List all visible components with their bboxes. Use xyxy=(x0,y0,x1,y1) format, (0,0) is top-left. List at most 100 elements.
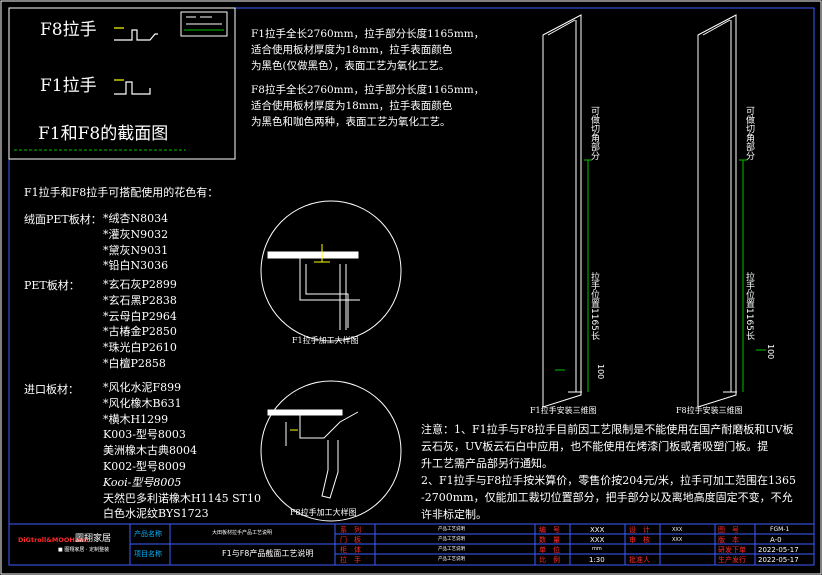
f1-panel-caption: F1拉手安装三维图 xyxy=(530,406,597,415)
color-item: *铅白N3036 xyxy=(103,259,169,273)
f8-handle-label: 拉手位置1165长 xyxy=(744,272,754,340)
tb-qty-value: XXX xyxy=(590,536,605,544)
section-box xyxy=(8,7,236,160)
note-line: 云石灰，UV板云石白中应用，也不能使用在烤漆门板或者吸塑门板。提 xyxy=(421,440,769,453)
color-item: *绒杏N8034 xyxy=(103,212,169,225)
f8-desc-line: 适合使用板材厚度为18mm，拉手表面颜色 xyxy=(251,100,453,112)
f8-section-label: F8拉手 xyxy=(40,20,97,40)
tb-cabinet-label: 柜 体 xyxy=(340,546,361,554)
f8-desc-line: F8拉手全长2760mm，拉手部分长度1165mm， xyxy=(251,84,485,96)
color-item: *风化水泥F899 xyxy=(103,381,182,394)
tb-release-value: 2022-05-17 xyxy=(758,556,799,564)
tb-series-label: 系 列 xyxy=(340,526,361,534)
tb-rd-order-value: 2022-05-17 xyxy=(758,546,799,554)
f1-description: F1拉手全长2760mm，拉手部分长度1165mm， 适合使用板材厚度为18mm… xyxy=(251,26,484,74)
f1-detail-caption: F1拉手加工大样图 xyxy=(292,336,359,345)
panel-dimensions xyxy=(555,159,766,392)
color-item: *风化橡木B631 xyxy=(103,396,182,410)
f8-description: F8拉手全长2760mm，拉手部分长度1165mm， 适合使用板材厚度为18mm… xyxy=(251,82,484,130)
f1-section-profile-icon xyxy=(114,79,151,95)
f8-panel-caption: F8拉手安装三维图 xyxy=(676,406,743,415)
f8-door-panel xyxy=(697,14,737,408)
tb-number-label: 编 号 xyxy=(539,526,560,534)
tb-unit-label: 单 位 xyxy=(539,546,560,554)
f1-dim-100: 100 xyxy=(596,364,605,380)
brand-name: 圖翔家居 xyxy=(75,534,112,544)
note-line: 2、F1拉手与F8拉手按米算价，零售价按204元/米，拉手可加工范围在1365 xyxy=(421,474,796,487)
product-name-value: 大田板材拉手产品工艺说明 xyxy=(212,530,273,536)
brand-logo: DiGtroll&MOOHand xyxy=(18,536,89,544)
section-title: F1和F8的截面图 xyxy=(38,124,169,144)
color-item: 美洲橡木古典8004 xyxy=(103,444,197,458)
color-item: *云母白P2964 xyxy=(103,309,177,323)
tb-drawing-no-value: FGM-1 xyxy=(770,526,790,533)
f8-detail-profile xyxy=(267,409,359,499)
f8-detail-circle xyxy=(260,380,402,522)
color-item: K002-型号8009 xyxy=(103,459,186,473)
note-line: 许非标定制。 xyxy=(421,508,487,521)
tb-cabinet-value: 产品工艺说明 xyxy=(438,547,465,552)
brand-sub: ■ 图翔家居 · 定制整装 xyxy=(58,547,110,553)
f8-cut-label: 可做切角部分 xyxy=(744,106,754,160)
note-line: -2700mm，仅能加工裁切位置部分，把手部分以及离地高度固定不变，不允 xyxy=(421,491,793,504)
f1-detail-circle xyxy=(260,200,402,342)
group-label-velvet-pet: 绒面PET板材： xyxy=(24,213,102,226)
group-items-pet: *玄石灰P2899 *玄石黑P2838 *云母白P2964 *古椿金P2850 … xyxy=(103,277,177,372)
color-item: *黛灰N9031 xyxy=(103,243,169,257)
group-label-imported: 进口板材： xyxy=(24,383,79,396)
f1-handle-label: 拉手位置1165长 xyxy=(589,272,599,340)
tb-version-label: 版 本 xyxy=(718,536,739,544)
tb-scale-value: 1:30 xyxy=(589,556,605,564)
f8-desc-line: 为黑色和咖色两种，表面工艺为氧化工艺。 xyxy=(251,116,451,128)
tb-scale-label: 比 例 xyxy=(539,556,560,564)
f1-section-label: F1拉手 xyxy=(40,76,97,96)
note-line: 注意：1、F1拉手与F8拉手目前因工艺限制是不能使用在国产耐磨板和UV板 xyxy=(421,423,794,436)
tb-qty-label: 数 量 xyxy=(539,536,560,544)
title-block xyxy=(8,523,815,566)
color-item: Kooi-型号8005 xyxy=(103,475,182,489)
tb-review-label: 审 核 xyxy=(629,536,650,544)
mini-legend xyxy=(180,11,228,37)
tb-drawing-no-label: 图 号 xyxy=(718,526,739,534)
tb-door-value: 产品工艺说明 xyxy=(438,537,465,542)
tb-version-value: A-0 xyxy=(770,536,782,544)
product-name-label: 产品名称 xyxy=(134,530,162,538)
color-item: 天然巴多利诺橡木H1145 ST10 xyxy=(103,491,261,505)
f1-door-panel xyxy=(542,14,582,408)
f8-section-profile-icon xyxy=(114,27,158,41)
tb-design-value: XXX xyxy=(672,527,683,533)
color-item: *古椿金P2850 xyxy=(103,325,177,339)
tb-design-label: 设 计 xyxy=(629,526,650,534)
color-item: *珠光白P2610 xyxy=(103,341,177,355)
f8-detail-caption: F8拉手加工大样图 xyxy=(290,508,357,517)
color-item: *白檀P2858 xyxy=(103,356,166,370)
group-items-imported: *风化水泥F899 *风化橡木B631 *横木H1299 K003-型号8003… xyxy=(103,380,261,522)
color-item: *玄石灰P2899 xyxy=(103,278,177,291)
project-name-label: 项目名称 xyxy=(134,550,162,558)
color-item: 白色水泥纹BYS1723 xyxy=(103,507,209,521)
f1-desc-line: F1拉手全长2760mm，拉手部分长度1165mm， xyxy=(251,28,485,40)
f8-dim-100: 100 xyxy=(766,344,775,360)
group-items-velvet-pet: *绒杏N8034 *灌灰N9032 *黛灰N9031 *铅白N3036 xyxy=(103,211,168,274)
tb-handle-value: 产品工艺说明 xyxy=(438,557,465,562)
tb-series-value: 产品工艺说明 xyxy=(438,527,465,532)
colors-intro: F1拉手和F8拉手可搭配使用的花色有： xyxy=(24,186,219,199)
tb-handle-label: 拉 手 xyxy=(340,556,361,564)
color-item: *横木H1299 xyxy=(103,412,169,426)
group-label-pet: PET板材： xyxy=(24,279,80,292)
f1-desc-line: 为黑色(仅做黑色），表面工艺为氧化工艺。 xyxy=(251,60,450,72)
tb-approver-label: 批准人 xyxy=(629,556,650,564)
color-item: *灌灰N9032 xyxy=(103,227,169,241)
color-item: *玄石黑P2838 xyxy=(103,293,177,307)
f1-cut-label: 可做切角部分 xyxy=(589,106,599,160)
note-line: 升工艺需产品部另行通知。 xyxy=(421,457,553,470)
project-name-value: F1与F8产品截面工艺说明 xyxy=(222,549,314,558)
tb-door-label: 门 板 xyxy=(340,536,361,544)
notes-block: 注意：1、F1拉手与F8拉手目前因工艺限制是不能使用在国产耐磨板和UV板 云石灰… xyxy=(421,421,811,523)
f1-detail-profile xyxy=(267,244,360,330)
color-item: K003-型号8003 xyxy=(103,428,186,442)
tb-release-label: 生产发行 xyxy=(718,556,746,564)
f1-desc-line: 适合使用板材厚度为18mm，拉手表面颜色 xyxy=(251,44,453,56)
